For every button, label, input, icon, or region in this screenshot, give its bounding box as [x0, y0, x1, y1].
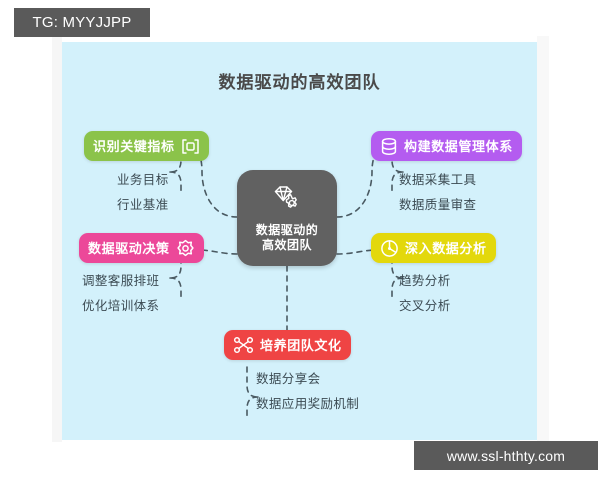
branch-label: 构建数据管理体系 [404, 138, 513, 154]
exchange-icon [233, 336, 254, 354]
pie-chart-icon [380, 239, 399, 258]
connector-analysis-stem-2 [391, 277, 404, 301]
leaf-management-0: 数据采集工具 [399, 173, 477, 187]
database-icon [380, 137, 398, 156]
branch-data-driven-decisions[interactable]: 数据驱动决策 [79, 233, 204, 263]
branch-cultivate-team-culture[interactable]: 培养团队文化 [224, 330, 351, 360]
connector-center-to-deep-data-analysis [336, 249, 379, 255]
focus-frame-icon [181, 138, 200, 155]
watermark-bottom-url: www.ssl-hthty.com [414, 441, 598, 470]
leaf-identify-0: 业务目标 [117, 173, 169, 187]
branch-label: 识别关键指标 [93, 138, 175, 154]
page-title: 数据驱动的高效团队 [218, 73, 381, 92]
leaf-identify-1: 行业基准 [117, 198, 169, 212]
gem-gear-icon [270, 184, 304, 219]
center-node-line2: 高效团队 [261, 237, 312, 252]
gear-icon [176, 239, 195, 258]
branch-label: 培养团队文化 [260, 337, 342, 353]
branch-label: 深入数据分析 [405, 240, 487, 256]
leaf-management-1: 数据质量审查 [399, 198, 477, 212]
connector-culture-stem-2 [246, 396, 259, 420]
leaf-analysis-1: 交叉分析 [399, 299, 451, 313]
center-node-line1: 数据驱动的 [255, 222, 319, 237]
leaf-decisions-0: 调整客服排班 [82, 274, 160, 288]
leaf-decisions-1: 优化培训体系 [82, 299, 160, 313]
leaf-culture-1: 数据应用奖励机制 [256, 397, 360, 411]
watermark-top-tag: TG: MYYJJPP [14, 8, 150, 37]
branch-label: 数据驱动决策 [88, 240, 170, 256]
connector-center-to-data-driven-decisions [197, 249, 238, 255]
branch-build-data-management[interactable]: 构建数据管理体系 [371, 131, 522, 161]
connector-decisions-stem-2 [169, 277, 182, 301]
connector-lines [169, 141, 404, 420]
canvas-left-shade [52, 36, 62, 442]
branch-deep-data-analysis[interactable]: 深入数据分析 [371, 233, 496, 263]
leaf-culture-0: 数据分享会 [256, 372, 321, 386]
branch-identify-key-metrics[interactable]: 识别关键指标 [84, 131, 209, 161]
connector-management-stem-2 [391, 171, 404, 195]
leaf-analysis-0: 趋势分析 [399, 274, 451, 288]
center-node[interactable]: 数据驱动的 高效团队 [237, 170, 337, 266]
canvas-right-shade [537, 36, 549, 442]
connector-identify-stem-2 [169, 171, 182, 195]
